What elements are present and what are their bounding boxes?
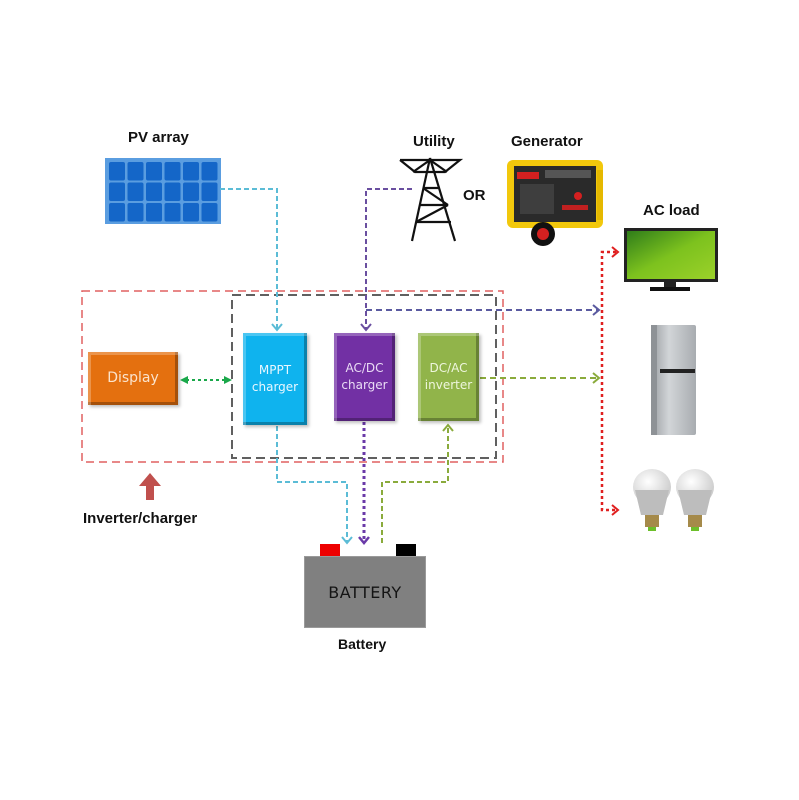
solar-cell bbox=[164, 203, 181, 222]
light-bulb-icon bbox=[633, 469, 714, 531]
mppt-charger-block: MPPT charger bbox=[243, 333, 307, 425]
acdc-battery-arrowhead bbox=[358, 536, 370, 545]
utility-label: Utility bbox=[413, 133, 455, 150]
solar-cell bbox=[127, 182, 144, 201]
display-label: Display bbox=[107, 370, 159, 386]
dcac-input-arrowhead bbox=[442, 423, 454, 432]
solar-cell bbox=[109, 182, 125, 201]
dcac-label-line1: DC/AC bbox=[429, 361, 468, 375]
mppt-to-battery-line bbox=[276, 426, 348, 543]
generator-label: Generator bbox=[511, 133, 583, 150]
solar-cell bbox=[201, 182, 218, 201]
tv-icon bbox=[624, 228, 718, 291]
solar-cell bbox=[183, 203, 199, 222]
display-link-arrow-right bbox=[224, 376, 232, 384]
solar-cell bbox=[146, 203, 162, 222]
solar-cell bbox=[164, 162, 181, 181]
solar-cell bbox=[201, 162, 218, 181]
transmission-tower-icon bbox=[399, 157, 464, 242]
refrigerator-icon bbox=[651, 325, 696, 435]
mppt-battery-arrowhead bbox=[341, 536, 353, 545]
battery-negative-terminal bbox=[396, 544, 416, 556]
power-electronics-boundary bbox=[231, 294, 497, 459]
battery-to-dcac-line bbox=[381, 426, 449, 543]
acdc-charger-block: AC/DC charger bbox=[334, 333, 395, 421]
utility-arrowhead bbox=[360, 323, 372, 332]
solar-cell bbox=[183, 182, 199, 201]
generator-icon bbox=[507, 160, 603, 246]
mppt-label-line2: charger bbox=[251, 380, 299, 394]
battery-label: BATTERY bbox=[328, 582, 402, 602]
solar-cell bbox=[146, 182, 162, 201]
display-link-arrow-left bbox=[180, 376, 188, 384]
inverter-charger-boundary bbox=[81, 290, 504, 463]
tv-arrowhead bbox=[611, 246, 620, 258]
solar-cell bbox=[183, 162, 199, 181]
display-block: Display bbox=[88, 352, 178, 405]
ac-load-label: AC load bbox=[643, 202, 700, 219]
solar-cell bbox=[109, 203, 125, 222]
inverter-charger-label: Inverter/charger bbox=[83, 510, 198, 527]
battery-caption: Battery bbox=[338, 636, 387, 652]
dcac-inverter-block: DC/AC inverter bbox=[418, 333, 479, 421]
pv-arrowhead bbox=[271, 323, 283, 332]
mppt-label-line1: MPPT bbox=[258, 363, 292, 377]
acdc-label-line2: charger bbox=[341, 378, 388, 392]
dcac-label-line2: inverter bbox=[424, 378, 473, 392]
solar-cell bbox=[127, 203, 144, 222]
solar-cell bbox=[164, 182, 181, 201]
inverter-output-arrowhead bbox=[592, 372, 601, 384]
arrow-up-icon bbox=[139, 473, 161, 500]
solar-cell bbox=[201, 203, 218, 222]
or-label: OR bbox=[463, 187, 486, 204]
ac-bypass-arrowhead bbox=[592, 304, 601, 316]
solar-cell bbox=[127, 162, 144, 181]
battery-block: BATTERY bbox=[304, 556, 426, 628]
utility-to-acdc-line bbox=[365, 188, 412, 330]
acdc-label-line1: AC/DC bbox=[345, 361, 384, 375]
solar-cell bbox=[109, 162, 125, 181]
pv-to-mppt-line bbox=[220, 188, 278, 330]
load-bus-line bbox=[600, 250, 616, 512]
solar-panel-icon bbox=[105, 158, 221, 224]
bulb-arrowhead bbox=[611, 504, 620, 516]
pv-array-label: PV array bbox=[128, 129, 189, 146]
battery-positive-terminal bbox=[320, 544, 340, 556]
solar-cell bbox=[146, 162, 162, 181]
